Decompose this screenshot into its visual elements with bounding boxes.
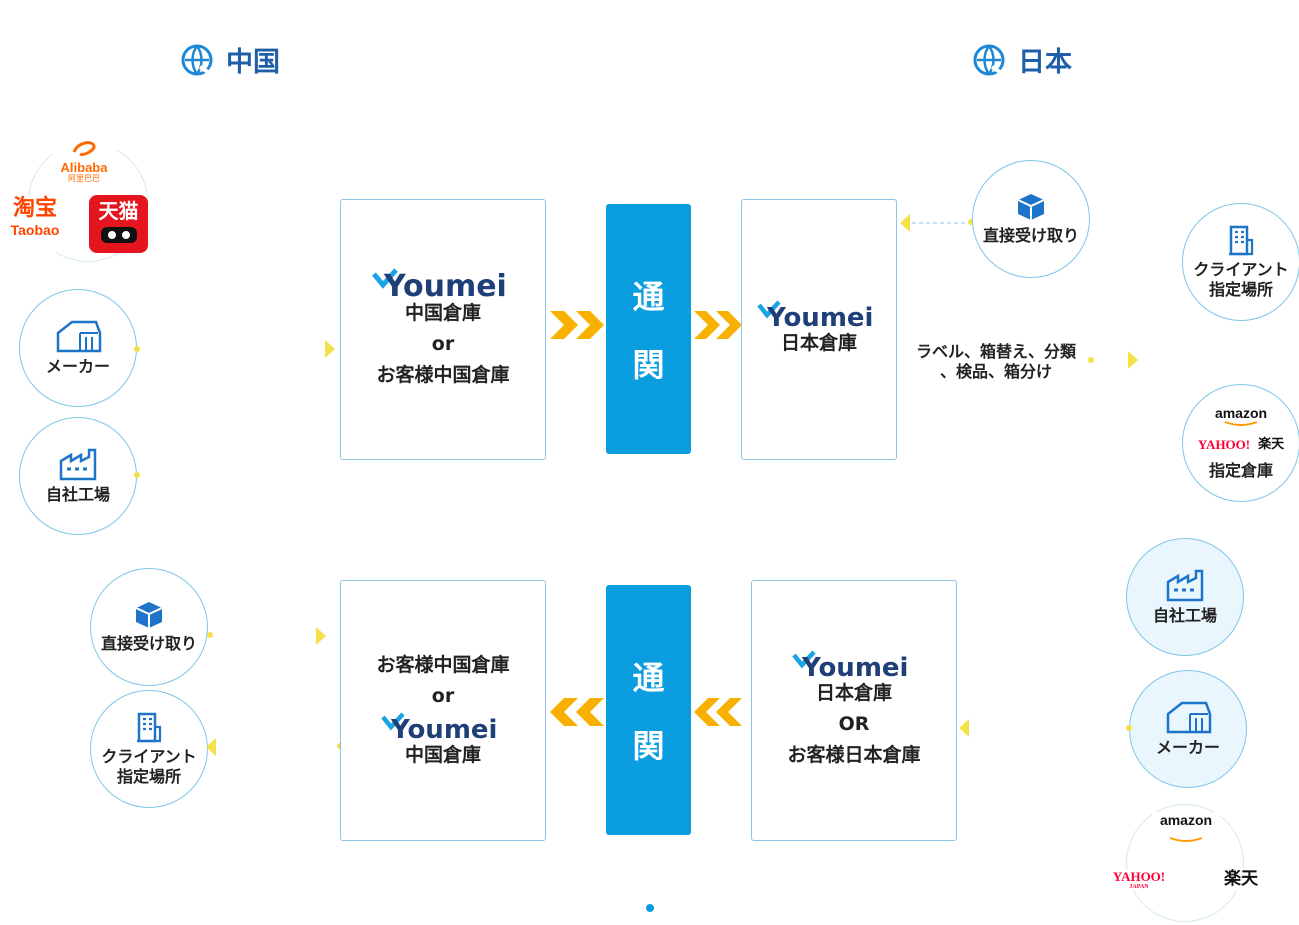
region-label: 中国 bbox=[226, 47, 280, 78]
circle-direct-pickup-top: 直接受け取り bbox=[972, 160, 1090, 278]
svg-text:Youmei: Youmei bbox=[383, 269, 507, 298]
connector-dot bbox=[1088, 357, 1094, 363]
yahoo-logo: YAHOO! JAPAN bbox=[1108, 870, 1170, 890]
amazon-logo: amazon bbox=[1152, 812, 1220, 847]
amazon-logo: amazon bbox=[1214, 405, 1268, 421]
dashed-connector bbox=[912, 222, 972, 224]
svg-text:Youmei: Youmei bbox=[801, 653, 908, 678]
warehouse-icon bbox=[56, 320, 102, 353]
customs-block-bottom: 通関 bbox=[606, 585, 691, 835]
box-china-warehouse-top: Youmei 中国倉庫 or お客様中国倉庫 bbox=[340, 199, 546, 460]
circle-maker-bottom: メーカー bbox=[1129, 670, 1247, 788]
box-japan-warehouse-top: Youmei 日本倉庫 bbox=[741, 199, 897, 460]
customs-block-top: 通関 bbox=[606, 204, 691, 454]
box-japan-warehouse-bottom: Youmei 日本倉庫 OR お客様日本倉庫 bbox=[751, 580, 957, 841]
rakuten-logo: 楽天 bbox=[1258, 437, 1285, 452]
building-icon bbox=[1229, 225, 1254, 256]
svg-text:Youmei: Youmei bbox=[390, 715, 497, 740]
chevrons-right bbox=[694, 311, 742, 339]
connector-dot bbox=[134, 472, 140, 478]
circle-designated-warehouse: amazon YAHOO! 楽天 指定倉庫 bbox=[1182, 384, 1299, 502]
arrow-left bbox=[900, 214, 910, 232]
building-icon bbox=[137, 712, 162, 743]
circle-client-location-bottom: クライアント 指定場所 bbox=[90, 690, 208, 808]
box-china-warehouse-bottom: お客様中国倉庫 or Youmei 中国倉庫 bbox=[340, 580, 546, 841]
tmall-logo: 天猫 bbox=[89, 195, 148, 253]
circle-factory-bottom: 自社工場 bbox=[1126, 538, 1244, 656]
connector-dot bbox=[134, 346, 140, 352]
svg-text:Youmei: Youmei bbox=[766, 303, 873, 328]
circle-maker: メーカー bbox=[19, 289, 137, 407]
alibaba-logo: Alibaba 阿里巴巴 bbox=[52, 138, 116, 184]
package-icon bbox=[1017, 194, 1045, 220]
taobao-logo: 淘宝 Taobao bbox=[2, 196, 68, 252]
tmall-cat-icon bbox=[100, 227, 137, 243]
youmei-logo: Youmei bbox=[381, 712, 497, 740]
chevrons-right bbox=[550, 311, 604, 339]
chevrons-left bbox=[550, 698, 604, 726]
circle-factory: 自社工場 bbox=[19, 417, 137, 535]
warehouse-icon bbox=[1166, 701, 1212, 734]
yahoo-logo: YAHOO! bbox=[1197, 437, 1251, 452]
package-icon bbox=[135, 602, 163, 628]
factory-icon bbox=[1166, 569, 1204, 602]
connector-dot bbox=[1126, 725, 1132, 731]
alibaba-icon bbox=[72, 141, 96, 156]
arrow-right bbox=[325, 340, 335, 358]
carousel-indicator-dot[interactable] bbox=[646, 904, 654, 912]
process-description: ラベル、箱替え、分類 、検品、箱分け bbox=[915, 342, 1076, 381]
connector-dot bbox=[207, 632, 213, 638]
amazon-smile-icon bbox=[1224, 421, 1258, 426]
amazon-smile-icon bbox=[1169, 837, 1203, 842]
globe-icon bbox=[973, 44, 1005, 75]
connector-dot bbox=[968, 219, 974, 225]
chevrons-left bbox=[694, 698, 742, 726]
factory-icon bbox=[59, 448, 97, 481]
arrow-right bbox=[316, 627, 326, 645]
circle-client-location-top: クライアント 指定場所 bbox=[1182, 203, 1299, 321]
arrow-left bbox=[959, 719, 969, 737]
youmei-logo: Youmei bbox=[792, 650, 908, 678]
region-title-china: 中国 bbox=[180, 40, 280, 79]
globe-icon bbox=[181, 44, 213, 75]
youmei-logo: Youmei bbox=[757, 300, 873, 328]
arrow-right bbox=[1128, 351, 1138, 369]
region-label: 日本 bbox=[1018, 47, 1072, 78]
rakuten-logo: 楽天 bbox=[1206, 868, 1276, 890]
arrow-left bbox=[206, 738, 216, 756]
region-title-japan: 日本 bbox=[972, 40, 1072, 79]
youmei-logo: Youmei bbox=[372, 268, 507, 298]
circle-direct-pickup-bottom: 直接受け取り bbox=[90, 568, 208, 686]
